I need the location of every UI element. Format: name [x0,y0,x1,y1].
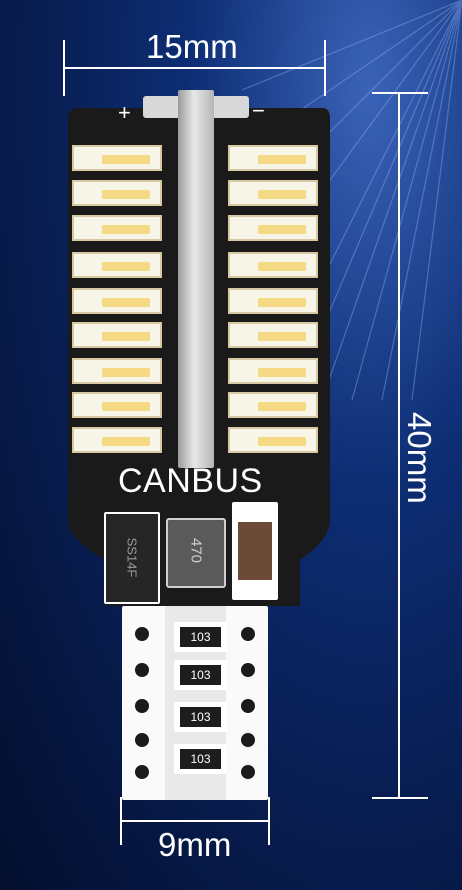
height-dimension-line [398,92,400,798]
width-dimension-label: 15mm [146,28,238,65]
led-chip-left-8 [72,392,162,418]
led-chip-right-8 [228,392,318,418]
led-chip-left-9 [72,427,162,453]
led-chip-right-4 [228,252,318,278]
base-tick-right [268,797,270,845]
base-dimension-label: 9mm [158,826,232,863]
aluminum-spine [178,90,214,468]
width-tick-left [63,40,65,96]
led-chip-left-2 [72,180,162,206]
led-chip-left-4 [72,252,162,278]
led-chip-right-9 [228,427,318,453]
resistor-2: 103 [174,660,227,690]
minus-label: − [252,98,265,123]
height-tick-top [372,92,428,94]
led-chip-right-7 [228,358,318,384]
base-contacts [135,627,255,779]
canbus-label: CANBUS [118,462,263,500]
diode-label: SS14F [124,537,140,578]
led-chip-left-7 [72,358,162,384]
inductor-component: 470 [166,518,226,588]
height-tick-bottom [372,797,428,799]
width-dimension-line [64,67,325,69]
plus-label: + [118,100,131,125]
resistor-4: 103 [174,744,227,774]
led-chip-right-6 [228,322,318,348]
light-rays [242,0,462,400]
capacitor-component [232,502,278,600]
base-tick-left [120,797,122,845]
led-chip-left-1 [72,145,162,171]
width-tick-right [324,40,326,96]
diode-component: SS14F [104,512,160,604]
led-chip-left-6 [72,322,162,348]
led-chip-right-5 [228,288,318,314]
capacitor-body [238,522,272,580]
led-chip-left-5 [72,288,162,314]
inductor-label: 470 [187,537,205,564]
led-chip-right-1 [228,145,318,171]
resistor-1: 103 [174,622,227,652]
led-chip-right-2 [228,180,318,206]
led-chip-right-3 [228,215,318,241]
base-dimension-line [121,820,269,822]
resistor-3: 103 [174,702,227,732]
led-chip-left-3 [72,215,162,241]
